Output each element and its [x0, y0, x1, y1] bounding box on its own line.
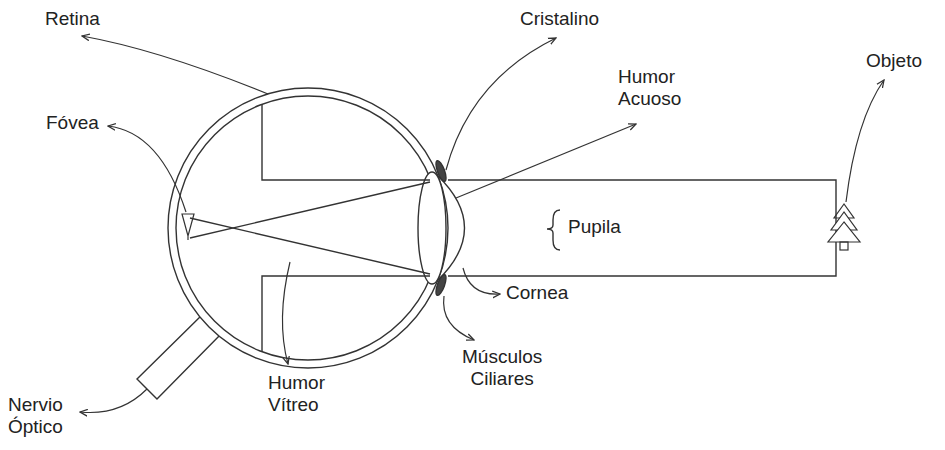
part-label: Nervio Óptico	[8, 394, 63, 438]
lens-shape	[418, 172, 446, 284]
part-label: Objeto	[866, 50, 922, 72]
light-band	[262, 104, 430, 180]
pupil-bracket	[547, 210, 560, 250]
tree-part	[828, 222, 860, 242]
eye-drawing	[137, 88, 860, 399]
part-label: Cornea	[506, 282, 568, 304]
retina-layer	[176, 96, 440, 360]
part-label: Retina	[45, 8, 100, 30]
light-band	[262, 276, 430, 352]
part-label: Humor Vítreo	[268, 372, 325, 416]
tree-object	[828, 204, 860, 250]
part-label: Músculos Ciliares	[462, 346, 542, 390]
leader-line	[82, 36, 268, 94]
leader-line	[108, 126, 186, 212]
ciliary-muscle	[434, 159, 448, 182]
leader-line	[282, 262, 290, 364]
part-label: Pupila	[568, 216, 621, 238]
light-ray	[190, 218, 430, 274]
fovea-image	[182, 214, 194, 240]
part-label: Fóvea	[46, 112, 99, 134]
part-label: Cristalino	[520, 8, 599, 30]
leader-line	[446, 38, 556, 170]
leader-line	[80, 389, 147, 413]
leader-line	[444, 296, 474, 340]
leader-line	[456, 124, 636, 198]
light-band	[448, 180, 836, 276]
ciliary-muscle	[434, 273, 448, 296]
part-label: Humor Acuoso	[618, 66, 681, 110]
leader-line	[463, 268, 500, 294]
light-ray	[190, 182, 430, 238]
tree-trunk	[840, 242, 848, 250]
sclera	[168, 88, 448, 368]
leader-lines	[80, 36, 884, 413]
leader-line	[846, 80, 884, 202]
